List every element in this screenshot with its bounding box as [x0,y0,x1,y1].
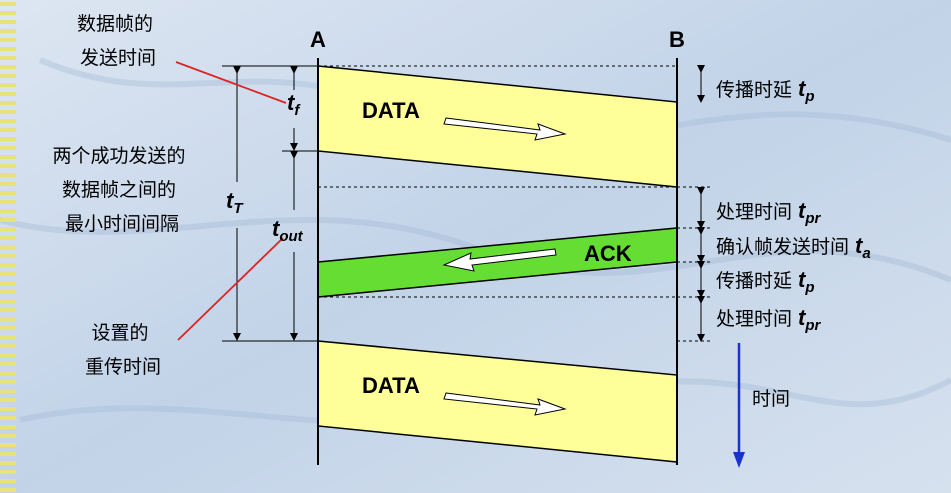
stripe [0,155,16,159]
stripe [0,92,16,96]
stripe [0,461,16,465]
right-dimension-lines [677,65,712,342]
stripe [0,164,16,168]
stripe [0,11,16,15]
stripe [0,398,16,402]
stripe [0,209,16,213]
stripe [0,479,16,483]
tf-symbol: tf [287,90,301,119]
stripe [0,443,16,447]
stripe [0,488,16,492]
stripe [0,74,16,78]
stripe [0,218,16,222]
proc-time-note-1: 处理时间 tpr [716,198,822,227]
ack-send-time-note: 确认帧发送时间 ta [716,233,871,262]
node-b-label: B [669,27,685,52]
stripe [0,416,16,420]
stripe [0,452,16,456]
stripe [0,380,16,384]
tT-symbol: tT [226,188,244,217]
stripe [0,227,16,231]
stripe [0,101,16,105]
stripe [0,146,16,150]
stripe [0,263,16,267]
stripe [0,470,16,474]
stripe [0,191,16,195]
stripe [0,281,16,285]
left-edge-stripes [0,2,16,492]
data-arrow-1 [443,117,567,141]
stripe [0,407,16,411]
stripe [0,344,16,348]
stripe [0,83,16,87]
stripe [0,290,16,294]
pointer-lines [175,61,287,341]
stripe [0,389,16,393]
stripe [0,182,16,186]
stripe [0,317,16,321]
stripe [0,425,16,429]
stripe [0,353,16,357]
stripe [0,236,16,240]
stripe [0,272,16,276]
tout-symbol: tout [272,216,304,245]
stripe [0,128,16,132]
ack-label: ACK [584,241,632,266]
stripe [0,119,16,123]
data-arrow-2 [443,392,567,416]
stripe [0,299,16,303]
stripe [0,38,16,42]
stripe [0,371,16,375]
stripe [0,245,16,249]
stripe [0,65,16,69]
stripe [0,326,16,330]
stripe [0,137,16,141]
stripe [0,29,16,33]
data-label-1: DATA [362,98,420,123]
stripe [0,308,16,312]
node-a-label: A [310,27,326,52]
min-interval-note: 两个成功发送的 数据帧之间的 最小时间间隔 [52,145,191,235]
stripe [0,56,16,60]
time-label: 时间 [752,388,790,410]
stripe [0,47,16,51]
ack-arrow [442,248,557,272]
send-time-note: 数据帧的 发送时间 [77,13,159,69]
stripe [0,20,16,24]
prop-delay-note-1: 传播时延 tp [716,76,815,105]
stripe [0,335,16,339]
proc-time-note-2: 处理时间 tpr [716,305,822,334]
data-label-2: DATA [362,373,420,398]
stripe [0,2,16,6]
stripe [0,110,16,114]
stripe [0,200,16,204]
stripe [0,254,16,258]
prop-delay-note-2: 传播时延 tp [716,267,815,296]
stripe [0,434,16,438]
stripe [0,362,16,366]
retransmit-note: 设置的 重传时间 [85,322,161,378]
time-arrow-head [733,452,745,468]
stripe [0,173,16,177]
